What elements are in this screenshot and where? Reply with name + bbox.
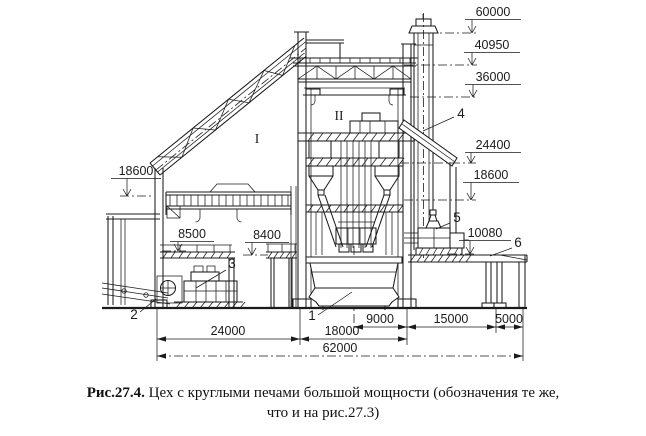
round-furnace — [305, 246, 403, 334]
dim-15000: 15000 — [434, 312, 469, 326]
span-label-one: I — [255, 131, 260, 146]
caption-text: Цех с круглыми печами большой мощности (… — [144, 385, 560, 401]
item-4-gas-duct: 4 — [457, 106, 465, 121]
elevation-10080: 10080 — [468, 226, 503, 240]
item-5-equipment: 5 — [453, 210, 461, 225]
equipment-3 — [174, 265, 246, 309]
dimension-lines: 9000 15000 5000 24000 18000 62000 — [156, 309, 524, 361]
elevation-60000: 60000 — [476, 5, 511, 19]
elevation-24400: 24400 — [476, 138, 511, 152]
item-labels: 1 2 3 4 5 6 — [130, 106, 522, 323]
dim-18000: 18000 — [325, 324, 360, 338]
equipment-5 — [404, 205, 469, 256]
figure-caption: Рис.27.4. Цех с круглыми печами большой … — [0, 383, 646, 424]
elevation-8500: 8500 — [178, 227, 206, 241]
elevation-40950: 40950 — [475, 38, 510, 52]
furnace-equipment — [308, 112, 400, 255]
item-6-platform: 6 — [514, 235, 522, 250]
item-3-equipment: 3 — [228, 256, 236, 271]
elevation-18600-right: 18600 — [474, 168, 509, 182]
elevation-marks: 60000 40950 36000 24400 18600 10080 1860… — [111, 5, 521, 256]
dim-62000: 62000 — [323, 341, 358, 355]
dim-9000: 9000 — [366, 312, 394, 326]
dim-24000: 24000 — [211, 324, 246, 338]
elevation-8400: 8400 — [253, 228, 281, 242]
dim-5000: 5000 — [495, 312, 523, 326]
item-2-conveyor: 2 — [130, 307, 138, 322]
elevation-18600-left: 18600 — [119, 164, 154, 178]
caption-line-1: Рис.27.4. Цех с круглыми печами большой … — [0, 383, 646, 403]
item-1-furnace: 1 — [308, 308, 316, 323]
gas-duct — [398, 119, 458, 250]
span-labels: I II — [255, 108, 344, 146]
conveyor — [101, 275, 183, 305]
left-annex — [106, 213, 160, 305]
caption-line-2: что и на рис.27.3) — [266, 405, 380, 422]
caption-figure-number: Рис.27.4. — [86, 385, 145, 401]
section-drawing: 60000 40950 36000 24400 18600 10080 1860… — [101, 5, 528, 361]
right-platform — [408, 254, 528, 309]
span-label-two: II — [335, 108, 344, 123]
elevation-36000: 36000 — [476, 70, 511, 84]
